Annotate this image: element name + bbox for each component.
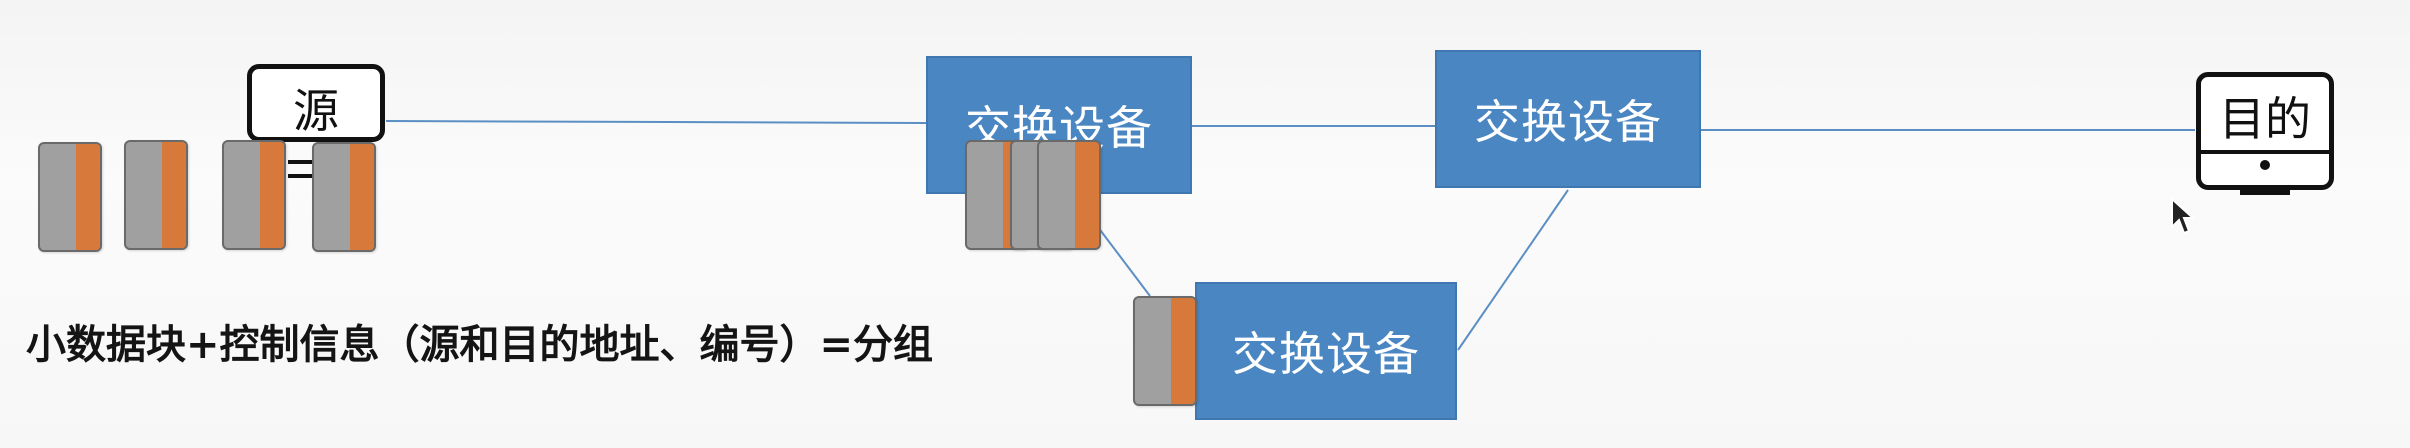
packet-header (1075, 142, 1099, 248)
caption: 小数据块+控制信息（源和目的地址、编号）=分组 (26, 322, 934, 368)
packet-header (1171, 298, 1195, 404)
switch-device-2: 交换设备 (1435, 50, 1701, 188)
destination-screen-divider (2200, 150, 2330, 154)
destination-power-dot (2260, 160, 2270, 170)
packet-header (76, 144, 100, 250)
switch-device-3: 交换设备 (1195, 282, 1457, 420)
packet (222, 140, 286, 250)
computer-monitor-icon: 目的 (2196, 72, 2334, 190)
packet-header (260, 142, 284, 248)
source-stand-line (288, 160, 318, 164)
link-source-switch1 (385, 120, 927, 124)
source-monitor-icon: 源 (247, 64, 385, 142)
packet (1133, 296, 1197, 406)
packet (312, 142, 376, 252)
mouse-cursor-icon (2171, 197, 2196, 235)
destination-stand (2240, 190, 2290, 195)
switch-device-label: 交换设备 (1232, 327, 1420, 381)
packet (1037, 140, 1101, 250)
packet (124, 140, 188, 250)
source-stand-line (288, 174, 318, 178)
link-switch2-switch3 (1457, 189, 1569, 351)
source-label: 源 (293, 84, 339, 138)
packet (38, 142, 102, 252)
packet-header (162, 142, 186, 248)
packet-header (350, 144, 374, 250)
destination-label: 目的 (2219, 92, 2311, 146)
switch-device-label: 交换设备 (1474, 95, 1662, 149)
